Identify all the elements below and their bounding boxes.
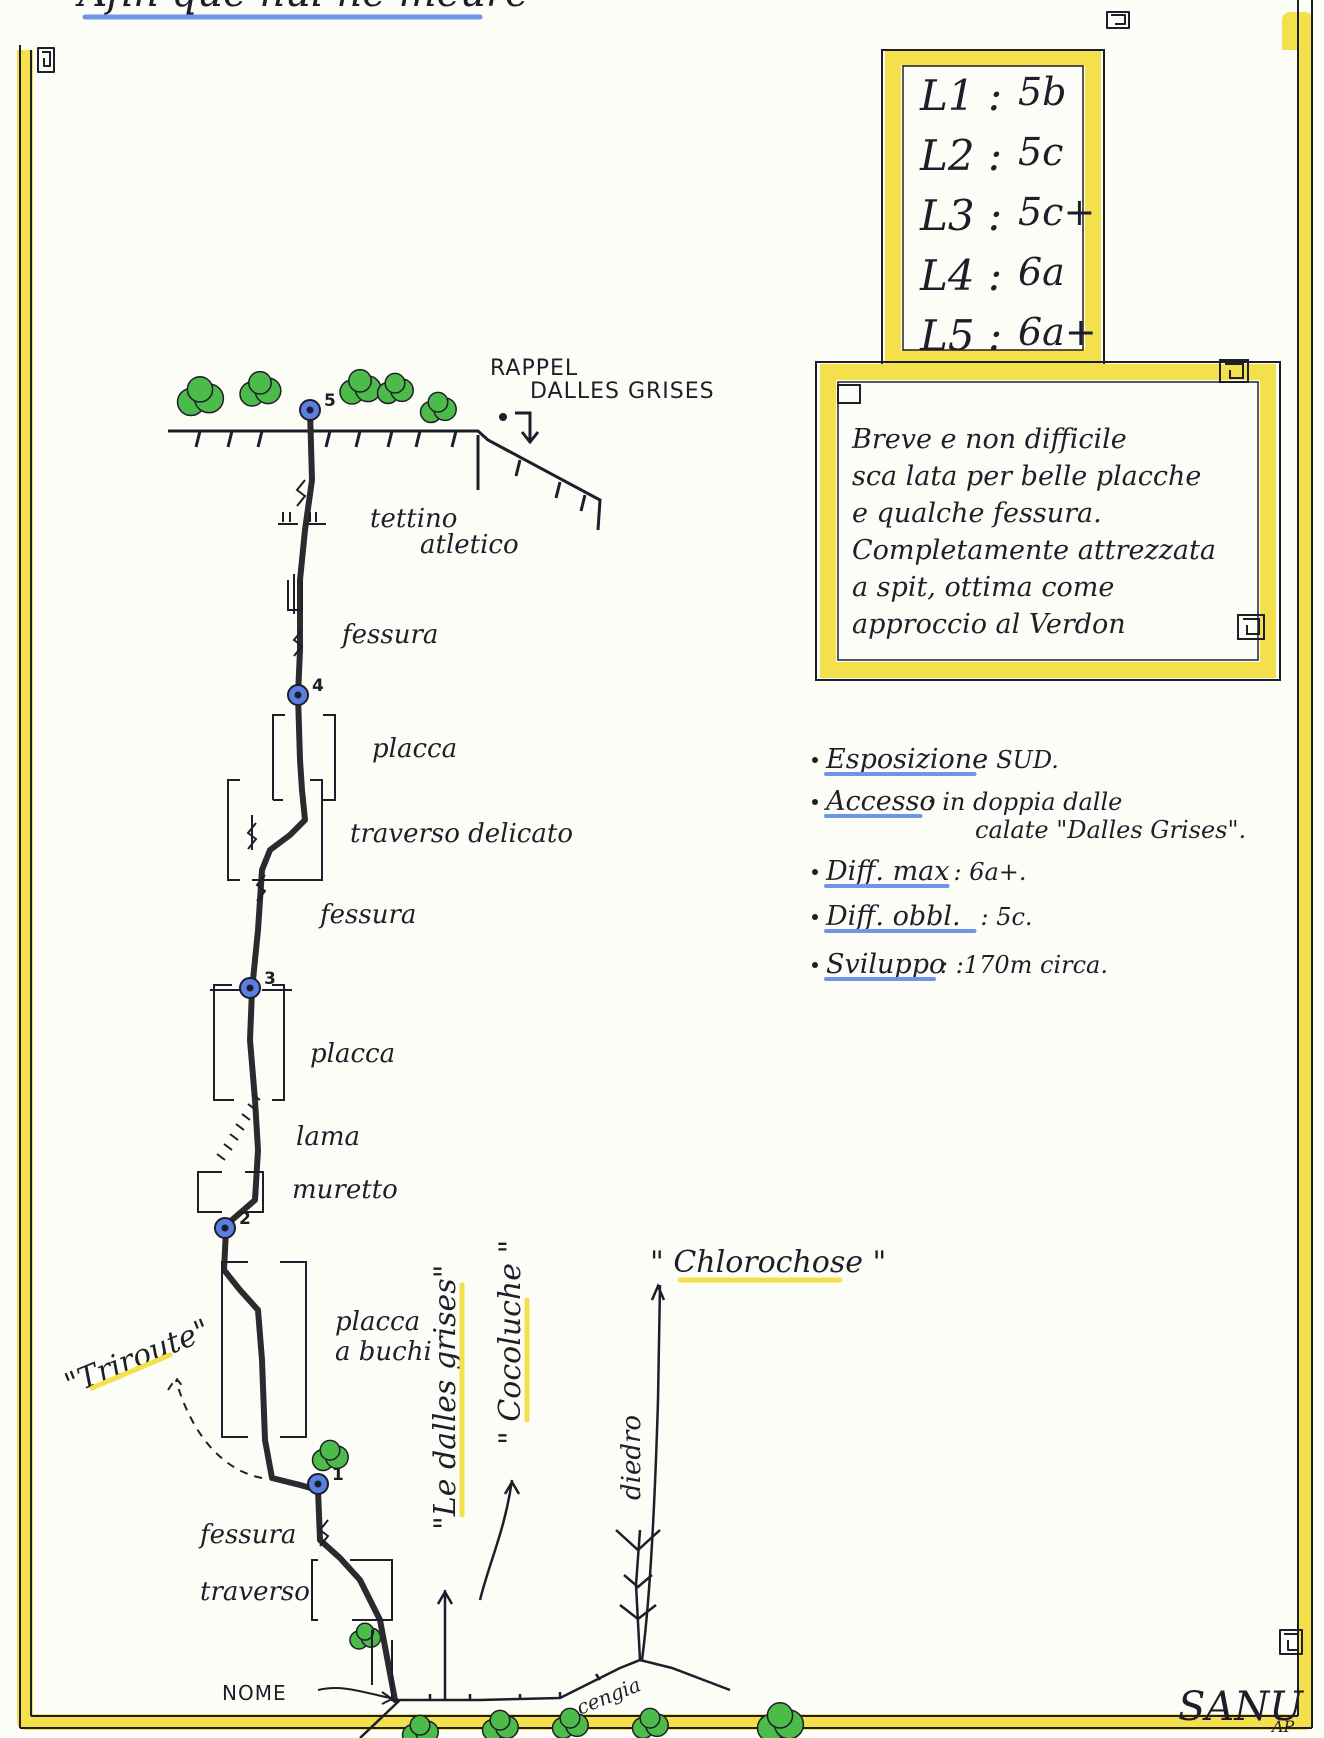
info-bullet (812, 869, 818, 875)
info-value: : SUD. (981, 746, 1059, 774)
info-key: Diff. max (825, 856, 950, 887)
grade-box (881, 49, 1105, 367)
grade-value: 5c+ (1018, 190, 1095, 234)
label-fessura-mid: fessura (318, 900, 416, 930)
tree-icon (756, 1702, 805, 1738)
grade-list: L1 : 5b L2 : 5c L3 : 5c+ L4 : 6a L5 : 6a+ (919, 70, 1097, 360)
description-line: sca lata per belle placche (852, 461, 1201, 492)
tree-icon (419, 391, 457, 424)
info-key: Accesso (823, 786, 936, 817)
topo-labels: tettino atletico fessura placca traverso… (198, 504, 647, 1720)
belay-number: 4 (312, 676, 324, 696)
route-names: "Triroute" "Le dalles grises" " Cocoluch… (60, 1240, 886, 1530)
label-tettino: tettino (370, 504, 457, 534)
label-atletico: atletico (420, 530, 519, 560)
box-spiral-icon (837, 359, 1265, 640)
belay-station-dot (294, 691, 302, 699)
tree-icon (631, 1707, 669, 1738)
belay-station-dot (246, 984, 254, 992)
tree-icon (176, 376, 225, 417)
grade-value: 6a (1018, 250, 1065, 294)
belay-station-dot (314, 1480, 322, 1488)
description-line: Breve e non difficile (851, 424, 1127, 455)
info-value: : 5c. (981, 903, 1033, 931)
info-key: Sviluppo (826, 949, 945, 980)
info-value: calate "Dalles Grises". (975, 816, 1246, 844)
summit-ridge (168, 429, 602, 531)
info-value: : in doppia dalle (927, 788, 1123, 816)
info-key: Diff. obbl. (825, 901, 961, 932)
label-placca-buchi-2: a buchi (335, 1337, 432, 1367)
route-name-cocoluche: " Cocoluche " (493, 1240, 528, 1445)
belay-number: 2 (239, 1209, 251, 1229)
label-nome: NOME (222, 1681, 287, 1705)
info-value: : :170m circa. (940, 951, 1108, 979)
signature: SANU (1178, 1684, 1304, 1730)
grade-value: 5b (1018, 70, 1067, 114)
route-name-triroute: "Triroute" (60, 1313, 215, 1403)
description-line: a spit, ottima come (852, 572, 1114, 603)
info-value: : 6a+. (954, 858, 1027, 886)
label-placca-mid: placca (310, 1039, 395, 1069)
description-line: e qualche fessura. (852, 498, 1102, 529)
label-cengia: cengia (573, 1672, 644, 1719)
label-placca-top: placca (372, 734, 457, 764)
signature-initials: AP (1270, 1717, 1295, 1736)
description-line: Completamente attrezzata (852, 535, 1216, 566)
info-bullet (812, 757, 818, 763)
belay-number: 5 (324, 391, 336, 411)
grade-pitch-label: L2 : (919, 131, 1002, 180)
info-key: Esposizione (825, 744, 988, 775)
label-fessura-top: fessura (340, 620, 438, 650)
belay-stations: 1 2 3 4 5 (214, 391, 344, 1495)
route-name-highlights (89, 1277, 843, 1518)
grade-value: 5c (1018, 130, 1063, 174)
grade-pitch-label: L4 : (919, 251, 1002, 300)
tree-icon (311, 1439, 349, 1472)
outer-frame (17, 0, 1313, 1730)
belay-station-dot (221, 1224, 229, 1232)
tree-icon (239, 370, 282, 407)
frame-corner-spiral-icon (37, 11, 1303, 1655)
label-diedro: diedro (617, 1415, 647, 1500)
label-traverso-low: traverso (200, 1577, 310, 1607)
lower-routes (359, 1282, 731, 1738)
info-bullet (812, 914, 818, 920)
belay-number: 1 (332, 1465, 344, 1485)
grade-pitch-label: L5 : (919, 311, 1002, 360)
pitch-features (167, 479, 404, 1705)
trees (176, 368, 805, 1738)
grade-pitch-label: L3 : (919, 191, 1002, 240)
label-lama: lama (296, 1122, 360, 1152)
label-placca-buchi-1: placca (335, 1307, 420, 1337)
tree-icon (339, 368, 382, 405)
tree-icon (376, 372, 414, 405)
description-line: approccio al Verdon (852, 609, 1126, 640)
belay-number: 3 (264, 969, 276, 989)
label-fessura-low: fessura (198, 1520, 296, 1550)
tree-icon (551, 1707, 589, 1738)
rappel-label-2: DALLES GRISES (530, 379, 715, 404)
rappel-anchor (499, 411, 540, 445)
label-muretto: muretto (292, 1175, 398, 1205)
description-box (815, 359, 1281, 681)
grade-pitch-label: L1 : (919, 71, 1002, 120)
label-traverso-delicato: traverso delicato (350, 819, 573, 849)
belay-station-dot (306, 406, 314, 414)
tree-icon (349, 1622, 382, 1650)
info-bullet (812, 799, 818, 805)
rappel-label-1: RAPPEL (490, 356, 578, 381)
tree-icon (401, 1714, 439, 1738)
route-info-list: Esposizione: SUD. Accesso: in doppia dall… (812, 744, 1246, 981)
route-title: "Afin que nul ne meure" (60, 0, 547, 16)
route-description: Breve e non difficile sca lata per belle … (851, 424, 1216, 640)
info-bullet (812, 962, 818, 968)
route-name-chlorochose: " Chlorochose " (650, 1245, 886, 1280)
tree-icon (481, 1709, 519, 1738)
grade-value: 6a+ (1018, 310, 1097, 354)
route-name-dalles-grises: "Le dalles grises" (428, 1265, 463, 1530)
